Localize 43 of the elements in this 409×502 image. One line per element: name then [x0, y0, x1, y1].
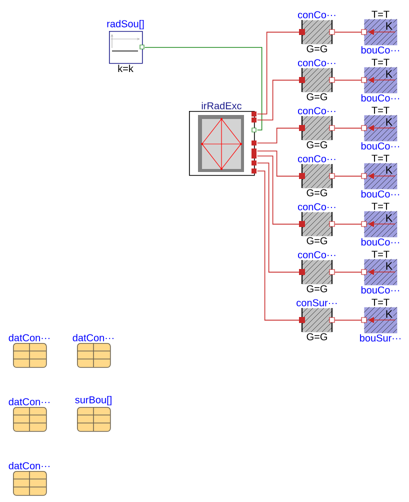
name-label: irRadExc [202, 102, 242, 110]
hatched-block: K [364, 115, 398, 142]
name-label: bouSur··· [360, 334, 400, 342]
name-label: surBou[] [75, 396, 112, 406]
hatched-block: K [364, 67, 398, 94]
parameter-label: G=G [306, 237, 327, 244]
name-label: bouCo··· [361, 286, 400, 294]
parameter-label: G=G [306, 333, 327, 340]
name-label: datCon··· [72, 334, 114, 342]
name-label: datCon··· [8, 398, 50, 406]
hatched-block: K [364, 259, 398, 286]
name-label: bouCo··· [361, 46, 400, 54]
parameter-label: T=T [372, 298, 390, 306]
name-label: conCo··· [298, 11, 336, 18]
name-label: datCon··· [8, 462, 50, 470]
hatched-block: K [364, 211, 398, 238]
parameter-label: T=T [372, 10, 390, 18]
name-label: bouCo··· [361, 238, 400, 246]
name-label: conCo··· [298, 107, 336, 114]
name-label: bouCo··· [361, 142, 400, 150]
parameter-label: G=G [306, 45, 327, 52]
name-label: conCo··· [298, 203, 336, 210]
parameter-label: T=T [372, 58, 390, 66]
name-label: conCo··· [298, 155, 336, 162]
parameter-label: T=T [372, 202, 390, 210]
parameter-label: T=T [372, 154, 390, 162]
parameter-label: G=G [306, 93, 327, 100]
hatched-block: K [364, 163, 398, 190]
hatched-block: K [364, 19, 398, 46]
hatched-block: K [364, 307, 398, 334]
parameter-label: G=G [306, 141, 327, 148]
parameter-label: T=T [372, 250, 390, 258]
name-label: conSur··· [296, 299, 337, 306]
parameter-label: G=G [306, 189, 327, 196]
name-label: bouCo··· [361, 94, 400, 102]
name-label: bouCo··· [361, 190, 400, 198]
parameter-label: G=G [306, 285, 327, 292]
name-label: conCo··· [298, 251, 336, 258]
name-label: datCon··· [8, 334, 50, 342]
parameter-label: T=T [372, 106, 390, 114]
name-label: conCo··· [298, 59, 336, 66]
parameter-label: k=k [118, 64, 134, 72]
name-label: radSou[] [107, 20, 144, 30]
